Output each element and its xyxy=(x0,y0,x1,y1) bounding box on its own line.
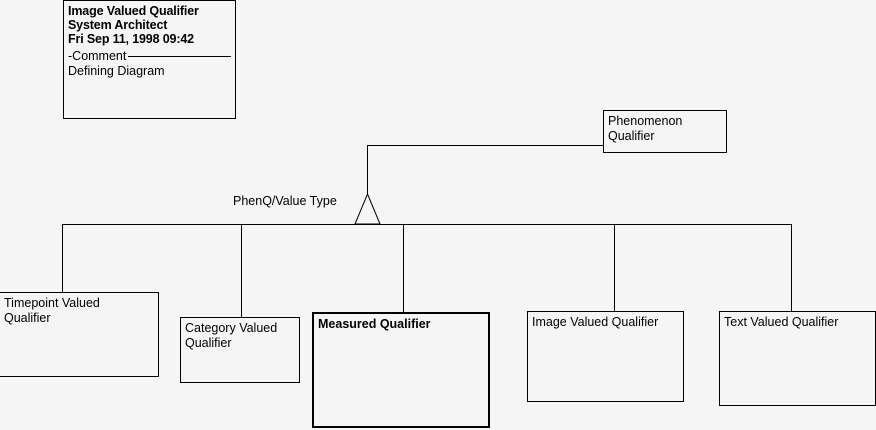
class-box-category-valued-qualifier[interactable]: Category Valued Qualifier xyxy=(180,317,300,383)
comment-section-header: -Comment xyxy=(68,48,231,63)
class-label: Phenomenon Qualifier xyxy=(608,114,683,143)
diagram-title: Image Valued Qualifier xyxy=(68,4,199,18)
connector-parent-horizontal xyxy=(367,145,603,146)
class-box-text-valued-qualifier[interactable]: Text Valued Qualifier xyxy=(719,311,876,406)
class-box-timepoint-valued-qualifier[interactable]: Timepoint Valued Qualifier xyxy=(0,292,159,377)
diagram-tool-name: System Architect xyxy=(68,18,168,32)
class-box-image-valued-qualifier[interactable]: Image Valued Qualifier xyxy=(527,311,684,402)
class-label: Measured Qualifier xyxy=(318,317,431,331)
class-label: Text Valued Qualifier xyxy=(724,315,839,329)
class-label: Image Valued Qualifier xyxy=(532,315,659,329)
comment-section-label: -Comment xyxy=(68,49,129,63)
relationship-label: PhenQ/Value Type xyxy=(233,194,337,208)
connector-bus-horizontal xyxy=(62,224,792,225)
connector-drop-image xyxy=(614,224,615,311)
diagram-timestamp: Fri Sep 11, 1998 09:42 xyxy=(68,32,194,46)
comment-separator-rule xyxy=(68,56,231,57)
comment-text: Defining Diagram xyxy=(68,64,165,78)
class-label: Timepoint Valued Qualifier xyxy=(4,296,100,325)
class-box-measured-qualifier[interactable]: Measured Qualifier xyxy=(312,312,490,428)
connector-drop-category xyxy=(241,224,242,317)
connector-drop-timepoint xyxy=(62,224,63,292)
diagram-title-block[interactable]: Image Valued Qualifier System Architect … xyxy=(63,0,236,119)
class-label: Category Valued Qualifier xyxy=(185,321,278,350)
connector-parent-vertical xyxy=(367,145,368,194)
generalization-triangle-icon xyxy=(354,192,381,225)
connector-drop-measured xyxy=(403,224,404,312)
connector-drop-text xyxy=(791,224,792,311)
class-box-phenomenon-qualifier[interactable]: Phenomenon Qualifier xyxy=(603,110,727,153)
